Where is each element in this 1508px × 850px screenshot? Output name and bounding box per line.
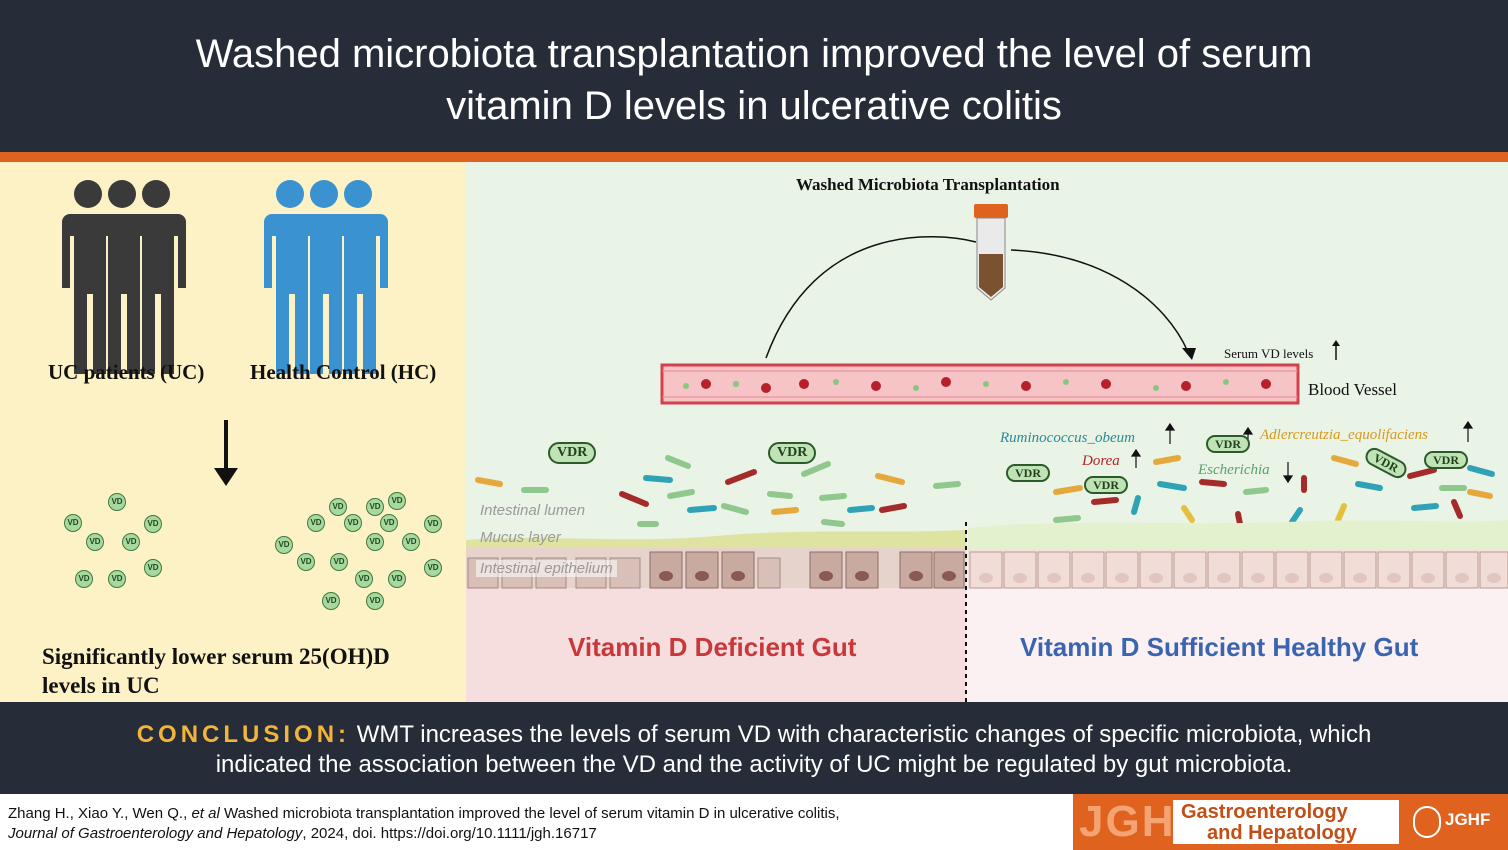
change-arrows-icon [1130,420,1474,484]
bacteria-label-escherichia: Escherichia [1198,462,1270,478]
footer: Zhang H., Xiao Y., Wen Q., et al Washed … [0,794,1508,850]
citation: Zhang H., Xiao Y., Wen Q., et al Washed … [8,804,1068,844]
bacteria-label-ruminococcus: Ruminococcus_obeum [1000,430,1135,446]
layer-label-epithelium: Intestinal epithelium [476,560,617,577]
citation-title: Washed microbiota transplantation improv… [219,805,840,822]
vd-molecule: VD [388,570,406,588]
title-line-2: vitamin D levels in ulcerative colitis [446,84,1062,128]
sufficient-gut-label: Vitamin D Sufficient Healthy Gut [1020,632,1419,662]
citation-et-al: et al [191,805,220,822]
arrow-head-icon [1182,348,1196,360]
vdr-receptor: VDR [548,442,597,464]
people-and-arrow-graphic [62,180,388,486]
arc-arrow-left [765,236,977,359]
conclusion-line-2: indicated the association between the VD… [215,751,1293,778]
vd-molecule: VD [75,570,93,588]
serum-up-arrow-icon [1332,340,1340,360]
bacteria-label-dorea: Dorea [1082,453,1120,469]
journal-logo[interactable]: JGH Gastroenterology and Hepatology JGHF [1073,794,1508,850]
blood-vessel-icon [660,363,1300,405]
wmt-title: Washed Microbiota Transplantation [796,175,1060,194]
vd-molecule: VD [344,514,362,532]
bacteria-rods [475,455,1495,527]
vd-molecule: VD [330,553,348,571]
citation-doi[interactable]: , 2024, doi. https://doi.org/10.1111/jgh… [302,825,597,842]
conclusion-banner: CONCLUSION: WMT increases the levels of … [0,702,1508,794]
uc-patients-icon [62,180,186,374]
title-line-1: Washed microbiota transplantation improv… [195,32,1313,76]
logo-jghf: JGHF [1445,810,1491,829]
vd-molecule: VD [329,498,347,516]
vd-molecule: VD [366,498,384,516]
health-control-label: Health Control (HC) [250,360,437,384]
vd-molecule: VD [380,514,398,532]
logo-line-1: Gastroenterology [1181,801,1348,823]
layer-label-lumen: Intestinal lumen [480,502,586,519]
vd-molecule: VD [355,570,373,588]
finding-line-1: Significantly lower serum 25(OH)D [42,644,390,669]
vd-molecule: VD [122,533,140,551]
vd-molecule: VD [108,570,126,588]
jghf-emblem-icon [1413,806,1441,838]
vd-molecule: VD [388,492,406,510]
sample-tube-icon [974,204,1008,301]
vdr-receptor: VDR [1424,451,1468,469]
right-panel-gut-diagram: Washed Microbiota Transplantation Serum … [466,162,1508,702]
vd-molecule: VD [307,514,325,532]
gut-diagram-graphic [466,204,1508,702]
finding-line-2: levels in UC [42,673,160,698]
deficient-gut-bg [466,582,966,702]
vd-molecule: VD [144,515,162,533]
mucus-layer-sufficient [968,520,1508,552]
accent-divider [0,152,1508,162]
vd-molecule: VD [402,533,420,551]
conclusion-keyword: CONCLUSION: [136,721,351,748]
vd-molecule: VD [366,533,384,551]
vdr-receptor: VDR [768,442,817,464]
logo-text-box [1173,800,1399,844]
vd-molecule: VD [144,559,162,577]
vd-molecule: VD [64,514,82,532]
vdr-receptor: VDR [1206,435,1250,453]
epithelium-sufficient-nuclei [979,573,1501,583]
vd-molecule: VD [424,515,442,533]
vdr-receptor: VDR [1084,476,1128,494]
serum-vd-label: Serum VD levels [1224,346,1314,361]
uc-patients-label: UC patients (UC) [48,360,205,384]
vd-molecule: VD [108,493,126,511]
deficient-gut-label: Vitamin D Deficient Gut [568,632,857,662]
logo-line-2: and Hepatology [1207,822,1358,844]
conclusion-line-1: WMT increases the levels of serum VD wit… [350,721,1372,748]
title-banner: Washed microbiota transplantation improv… [0,0,1508,152]
layer-label-mucus: Mucus layer [480,529,561,546]
logo-jgh: JGH [1079,797,1176,846]
vd-molecule: VD [424,559,442,577]
vdr-receptor: VDR [1006,464,1050,482]
finding-text: Significantly lower serum 25(OH)D levels… [42,642,390,700]
health-control-icon [264,180,388,374]
vd-molecule: VD [322,592,340,610]
bacteria-label-adlercreutzia: Adlercreutzia_equolifaciens [1260,427,1429,443]
vd-molecule: VD [366,592,384,610]
vd-molecule: VD [297,553,315,571]
blood-vessel-label: Blood Vessel [1308,380,1397,399]
citation-authors: Zhang H., Xiao Y., Wen Q., [8,805,192,822]
citation-journal[interactable]: Journal of Gastroenterology and Hepatolo… [8,825,303,842]
arc-arrow-right [1010,249,1189,353]
down-arrow-icon [214,420,238,486]
left-panel-comparison: UC patients (UC) Health Control (HC) VD … [0,162,466,702]
vd-molecule: VD [275,536,293,554]
sufficient-gut-bg [966,582,1508,702]
vd-molecule: VD [86,533,104,551]
